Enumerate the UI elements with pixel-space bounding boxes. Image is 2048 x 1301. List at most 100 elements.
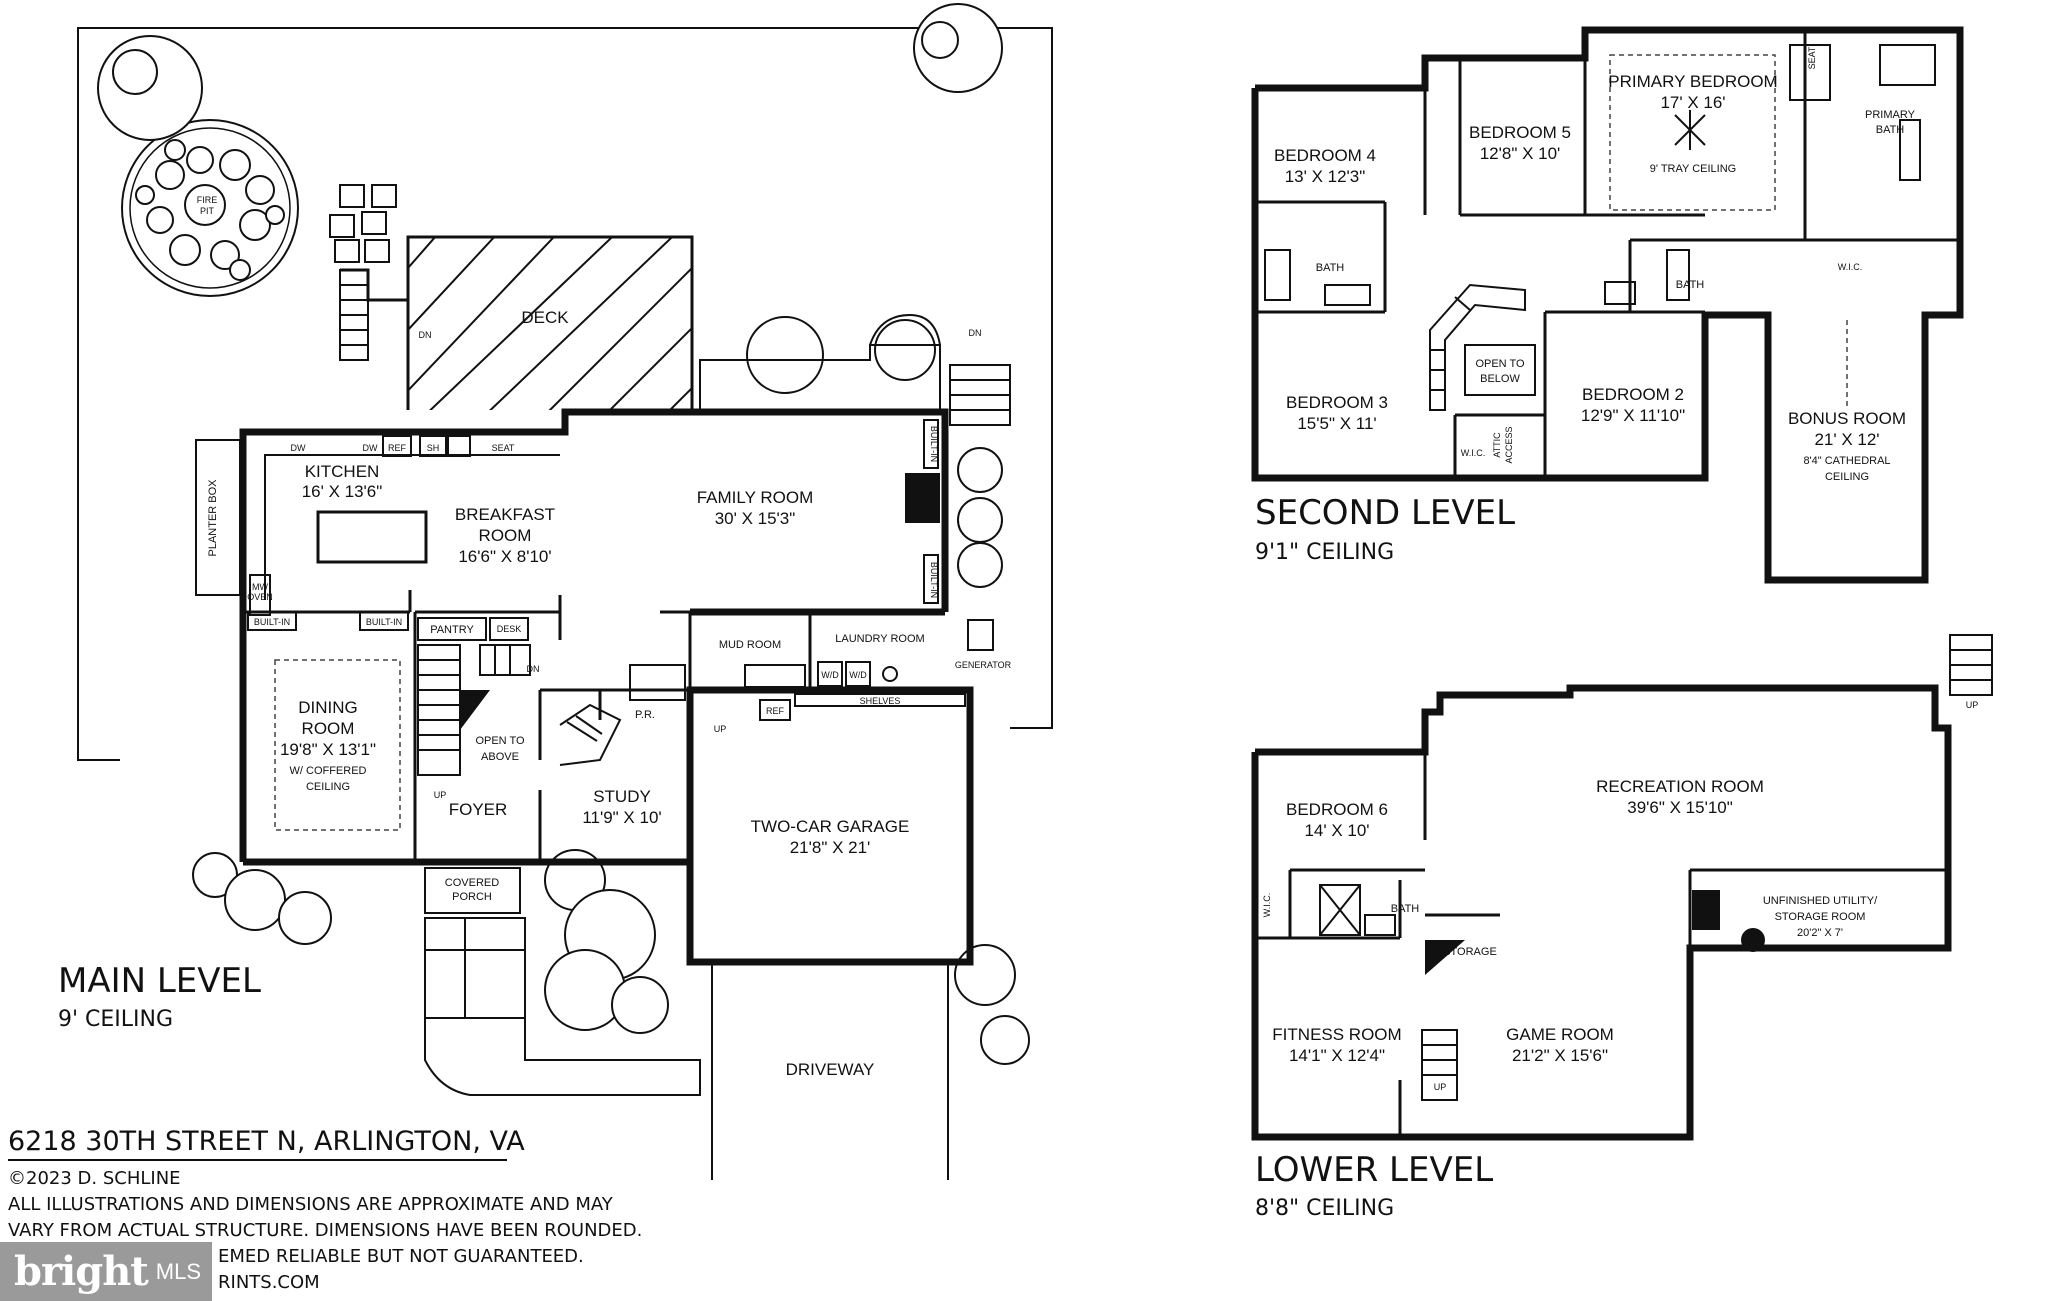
attic-1: ATTIC [1492, 432, 1502, 458]
dining-name-2: ROOM [302, 719, 355, 738]
gas-fp-label-2: FP [916, 503, 928, 513]
deck-stair-dn: DN [419, 330, 432, 340]
generator [967, 619, 994, 651]
lower-level-ceiling: 8'8" CEILING [1255, 1196, 1394, 1221]
patio-pavers [329, 184, 397, 263]
lower-level-walls [1251, 684, 1952, 1141]
tray-ceiling [1609, 54, 1776, 211]
lower-bath: BATH [1391, 903, 1420, 915]
study-stairs [559, 703, 622, 766]
pr-label: P.R. [635, 709, 655, 721]
bedroom2-name: BEDROOM 2 [1582, 385, 1684, 404]
logo-brand: bright [14, 1248, 149, 1295]
open-below-2: BELOW [1480, 373, 1520, 385]
shelves [794, 693, 966, 707]
breakfast-name-2: ROOM [479, 526, 532, 545]
dw-label-2: DW [363, 443, 378, 453]
second-level-plan: BEDROOM 4 13' X 12'3" BEDROOM 5 12'8" X … [1251, 26, 1964, 584]
side-patio [699, 344, 941, 410]
bath-upper-mid: BATH [1676, 279, 1705, 291]
mw-label: MW [252, 582, 268, 592]
game-size: 21'2" X 15'6" [1512, 1046, 1608, 1065]
pantry [417, 617, 487, 641]
planter-box [195, 439, 241, 596]
sh-label: SH [427, 443, 440, 453]
desk-label: DESK [497, 624, 522, 634]
second-stairs [1429, 283, 1536, 411]
lower-level-title: LOWER LEVEL [1255, 1150, 1493, 1190]
primary-bath-2: BATH [1876, 124, 1905, 136]
powder-room [629, 664, 686, 701]
built-in-dining-2 [359, 611, 409, 631]
lower-wic: W.I.C. [1262, 893, 1272, 918]
second-wic: W.I.C. [1461, 448, 1486, 458]
fitness-size: 14'1" X 12'4" [1289, 1046, 1385, 1065]
yard-trees [97, 3, 1030, 1065]
bedroom2-size: 12'9" X 11'10" [1581, 406, 1685, 425]
desk [489, 617, 529, 641]
wd-label-2: W/D [849, 670, 867, 680]
utility-1: UNFINISHED UTILITY/ [1763, 895, 1878, 907]
bright-mls-logo: bright MLS [0, 1242, 212, 1301]
fire-pit [121, 119, 299, 297]
storage-label: STORAGE [1443, 946, 1497, 958]
logo-suffix: MLS [155, 1258, 202, 1284]
main-level-ceiling: 9' CEILING [58, 1007, 173, 1032]
garage-stair-up: UP [714, 724, 727, 734]
game-name: GAME ROOM [1506, 1025, 1614, 1044]
disclaimer-3: EMED RELIABLE BUT NOT GUARANTEED. [218, 1246, 584, 1267]
second-interior-walls [1255, 30, 1960, 478]
lower-stair-up: UP [1966, 700, 1979, 710]
breakfast-name-1: BREAKFAST [455, 505, 555, 524]
bonus-ceiling-1: 8'4" CATHEDRAL [1803, 455, 1890, 467]
bonus-size: 21' X 12' [1814, 430, 1879, 449]
primary-bed-size: 17' X 16' [1660, 93, 1725, 112]
primary-bed-ceiling: 9' TRAY CEILING [1650, 163, 1736, 175]
utility-2: STORAGE ROOM [1775, 911, 1866, 923]
garage-ref [759, 699, 791, 721]
disclaimer-1: ALL ILLUSTRATIONS AND DIMENSIONS ARE APP… [8, 1194, 614, 1215]
bedroom5-size: 12'8" X 10' [1480, 144, 1561, 163]
main-level-plan: FIRE PIT [58, 3, 1053, 1180]
second-wic-primary: W.I.C. [1838, 262, 1863, 272]
driveway-label: DRIVEWAY [786, 1060, 875, 1079]
coffered-ceiling [274, 659, 401, 831]
built-in-upper [923, 419, 939, 469]
fire-pit-label-1: FIRE [197, 195, 218, 205]
fitness-name: FITNESS ROOM [1272, 1025, 1401, 1044]
bonus-name: BONUS ROOM [1788, 409, 1906, 428]
deck-stairs [339, 269, 369, 361]
lower-fixtures [1319, 634, 1993, 1101]
garage-ref-label: REF [766, 706, 785, 716]
second-baths [1264, 44, 1936, 306]
breakfast-size: 16'6" X 8'10' [458, 547, 551, 566]
fire-pit-label-2: PIT [200, 206, 215, 216]
built-in-label-fp2: BUILT-IN [929, 562, 939, 598]
family-name: FAMILY ROOM [697, 488, 814, 507]
front-walkway [424, 917, 701, 1096]
dw-label-1: DW [291, 443, 306, 453]
garage-size: 21'8" X 21' [790, 838, 871, 857]
lower-interior-walls [1255, 752, 1948, 1137]
second-level-walls [1251, 26, 1964, 584]
oven-label: OVEN [247, 592, 273, 602]
kitchen-counters [249, 435, 560, 616]
patio-curve [869, 313, 941, 346]
ceiling-fan [1674, 110, 1706, 150]
kitchen-size: 16' X 13'6" [302, 482, 383, 501]
attic-2: ACCESS [1504, 426, 1514, 463]
planter-box-label: PLANTER BOX [207, 479, 219, 557]
footer: 6218 30TH STREET N, ARLINGTON, VA ©2023 … [8, 1126, 642, 1293]
bedroom4-size: 13' X 12'3" [1285, 167, 1366, 186]
shelves-label: SHELVES [860, 696, 901, 706]
lower-inner-stair-up: UP [1434, 1082, 1447, 1092]
built-in-label-1: BUILT-IN [254, 617, 290, 627]
mud-room-label: MUD ROOM [719, 639, 781, 651]
bonus-ceiling-2: CEILING [1825, 471, 1869, 483]
primary-bed-name: PRIMARY BEDROOM [1608, 72, 1777, 91]
laundry-appliances [744, 661, 898, 688]
covered-porch [424, 867, 521, 914]
open-below-1: OPEN TO [1475, 358, 1525, 370]
laundry-label: LAUNDRY ROOM [835, 633, 924, 645]
